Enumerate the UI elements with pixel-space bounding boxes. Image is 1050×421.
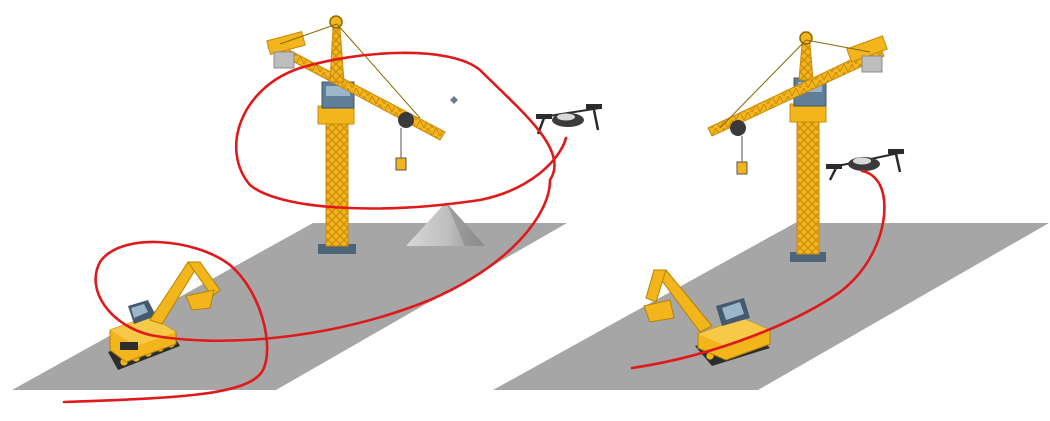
drone xyxy=(826,149,905,181)
tower-crane xyxy=(266,15,458,254)
panel-left xyxy=(12,15,602,404)
trajectory-left xyxy=(62,51,568,404)
tower-crane xyxy=(707,31,888,262)
excavator xyxy=(108,261,221,370)
gravel-pile xyxy=(406,202,485,246)
panel-right xyxy=(493,31,1049,390)
drone xyxy=(535,104,602,135)
trajectory-right xyxy=(630,169,886,370)
ground-plane xyxy=(493,223,1049,390)
ground-plane xyxy=(12,223,567,390)
